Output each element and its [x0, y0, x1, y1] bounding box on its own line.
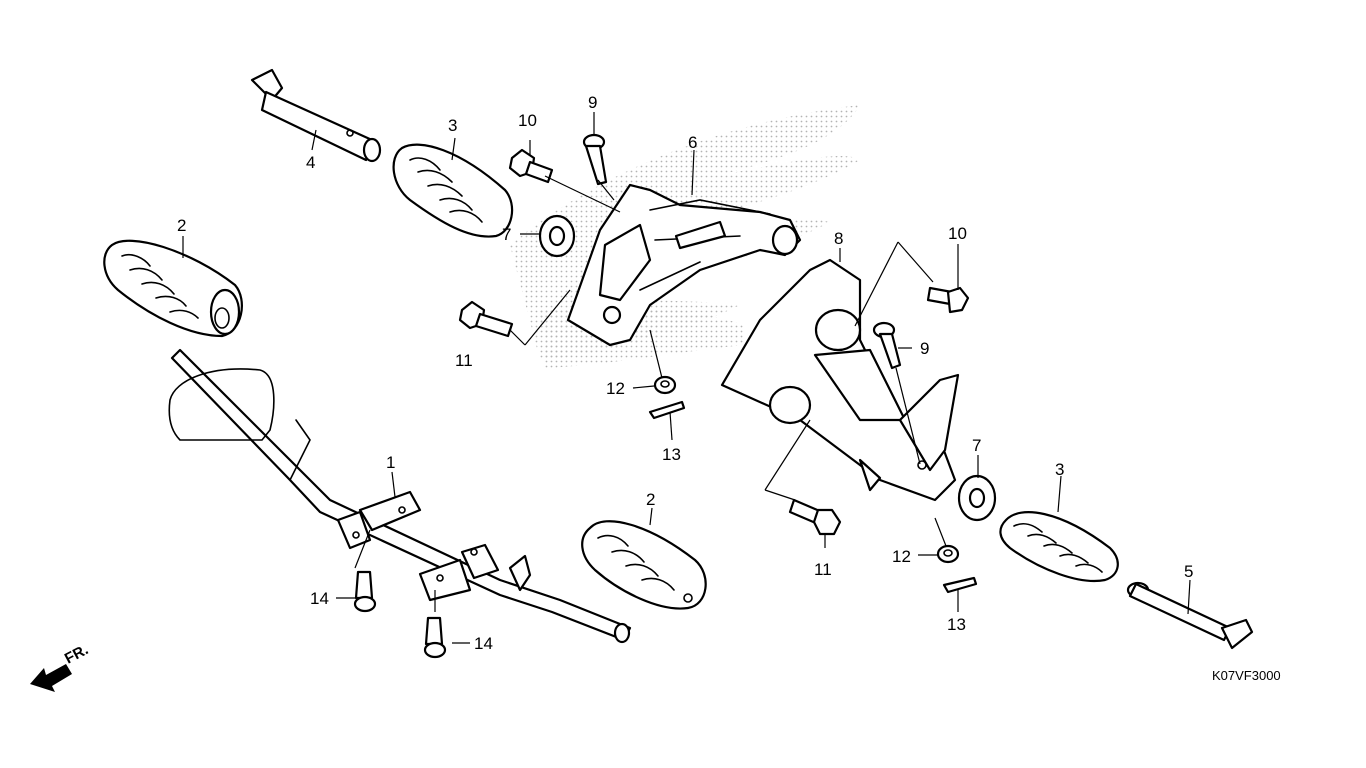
callout-12-right: 12: [892, 547, 911, 566]
part-6-bracket-left[interactable]: [566, 183, 802, 347]
callout-3-right: 3: [1055, 460, 1064, 479]
part-2-step-rubber-left[interactable]: [103, 239, 243, 338]
callout-13-upper: 13: [662, 445, 681, 464]
part-7-washer-right[interactable]: [957, 474, 997, 522]
part-13-clip-right[interactable]: [942, 576, 978, 594]
callout-9-upper: 9: [588, 93, 597, 112]
part-13-clip-upper[interactable]: [648, 400, 686, 420]
part-4-pin-left[interactable]: [250, 68, 382, 163]
callout-10-right: 10: [948, 224, 967, 243]
part-12-nut-right[interactable]: [936, 544, 960, 564]
callout-9-right: 9: [920, 339, 929, 358]
front-label: FR.: [62, 641, 91, 667]
callout-2-left: 2: [177, 216, 186, 235]
part-10-bolt-upper[interactable]: [508, 148, 554, 184]
callout-6: 6: [688, 133, 697, 152]
callout-8: 8: [834, 229, 843, 248]
leader-lines: [182, 112, 1191, 644]
callout-12-upper: 12: [606, 379, 625, 398]
part-14-bolt-b[interactable]: [423, 616, 447, 659]
part-11-bolt-upper[interactable]: [458, 300, 514, 338]
callout-13-right: 13: [947, 615, 966, 634]
callout-7-right: 7: [972, 436, 981, 455]
part-12-nut-upper[interactable]: [653, 375, 677, 395]
arrow-down-left-icon: [30, 664, 72, 692]
callout-labels: 1 2 2 3 3 4 5 6 7 7 8 9 9 10 10 11 11 12…: [177, 93, 1193, 653]
part-7-washer-upper[interactable]: [538, 214, 576, 258]
callout-5: 5: [1184, 562, 1193, 581]
callout-14-left: 14: [310, 589, 329, 608]
callout-14-lower: 14: [474, 634, 493, 653]
callout-11-upper: 11: [455, 351, 473, 370]
part-10-bolt-right[interactable]: [926, 286, 970, 314]
callout-11-right: 11: [814, 560, 832, 579]
part-3-step-rubber-right[interactable]: [999, 511, 1119, 582]
part-5-pin-right[interactable]: [1126, 581, 1254, 650]
callout-10-upper: 10: [518, 111, 537, 130]
front-direction-marker: FR.: [30, 641, 91, 692]
part-3-step-rubber-upper[interactable]: [392, 143, 514, 238]
callout-3-upper: 3: [448, 116, 457, 135]
callout-1: 1: [386, 453, 395, 472]
part-1-step-bar[interactable]: [168, 348, 632, 644]
part-2-step-rubber-lower[interactable]: [581, 520, 707, 610]
callout-7-upper: 7: [502, 225, 511, 244]
part-9-pin-upper[interactable]: [582, 133, 608, 186]
callout-4: 4: [306, 153, 315, 172]
part-11-bolt-right[interactable]: [788, 498, 842, 536]
part-9-pin-right[interactable]: [872, 321, 902, 370]
part-8-bracket-right[interactable]: [720, 258, 960, 502]
diagram-code: K07VF3000: [1212, 668, 1281, 683]
part-14-bolt-a[interactable]: [353, 570, 377, 613]
callout-2-lower: 2: [646, 490, 655, 509]
